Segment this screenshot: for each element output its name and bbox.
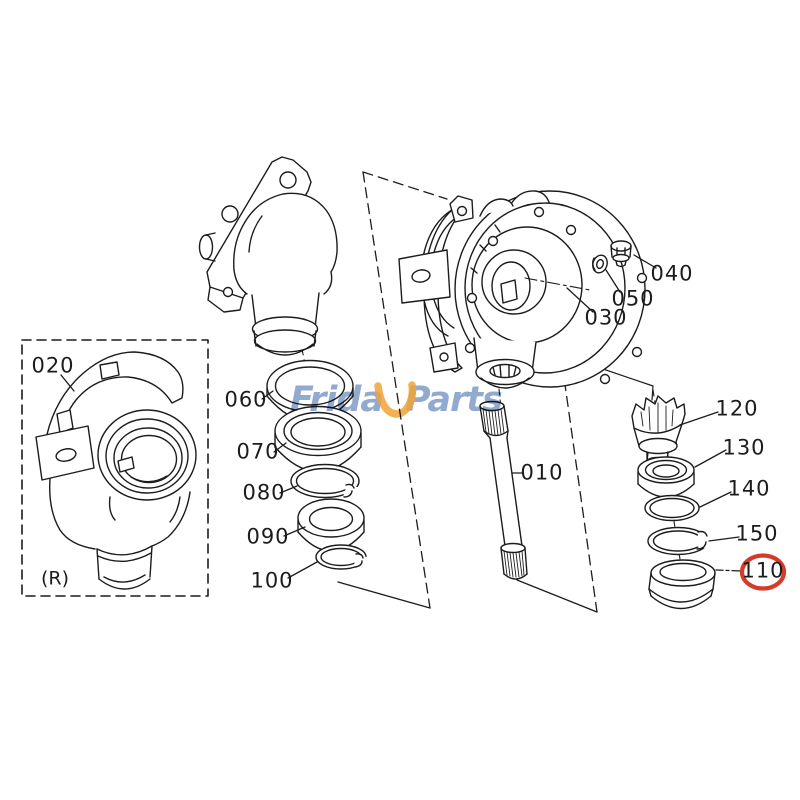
part-label-030: 030 [584,305,628,330]
leader-130 [695,450,726,467]
seal-090 [298,499,364,551]
sheet-right-edge [560,349,597,612]
leader-150 [709,537,739,541]
leader-110 [716,570,741,571]
spline-hatch-top [483,409,504,435]
part-label-010: 010 [520,460,564,485]
part-label-140: 140 [727,476,771,501]
bore-axis [525,278,590,290]
part-label-050: 050 [611,286,655,311]
bolt-holes [466,208,647,384]
output-boss [474,338,536,388]
bore [482,250,546,314]
snap-ring-150 [648,528,716,555]
sheet-top-edge [363,172,447,199]
detail-box-020 [22,340,208,596]
part-label-070: 070 [236,439,280,464]
part-label-090: 090 [246,524,290,549]
part-label-060: 060 [224,387,268,412]
snap-ring-080 [291,465,363,502]
highlight-circle-110 [742,556,784,589]
leader-060 [262,391,273,399]
shaft-010 [480,402,527,580]
side-stub [200,235,213,259]
leader-080 [280,486,297,493]
knuckle-case-020 [36,352,196,589]
region-label-r: (R) [40,567,70,590]
spline-hatch-bottom [504,551,524,577]
leader-140 [700,492,731,507]
shim-ring-140 [645,496,699,521]
leader-040 [634,255,656,268]
circlip-100 [316,545,371,570]
bearing-070 [275,407,361,472]
seal-ring-060 [267,361,353,422]
part-label-080: 080 [242,480,286,505]
sheet-left-edge [363,172,430,608]
stack-right [632,396,715,609]
cover-assembly [200,157,338,355]
part-label-020: 020 [31,353,75,378]
leader-lines [61,255,741,578]
leader-100 [288,562,317,578]
leader-050 [606,270,620,292]
part-label-150: 150 [735,521,779,546]
part-label-100: 100 [250,568,294,593]
stack-left [267,361,371,570]
leader-070 [274,443,286,452]
washer-050 [591,253,610,274]
leader-120 [680,412,718,425]
plug-040 [611,241,631,267]
leader-020 [61,375,74,391]
leader-090 [284,527,305,536]
bearing-130 [638,457,694,497]
flange-outer [455,191,645,387]
part-label-110: 110 [741,558,785,583]
part-label-120: 120 [715,396,759,421]
seal-collar-110 [649,560,715,609]
sheet-right-bottom-edge [517,580,597,612]
leader-030 [567,288,593,312]
dashed-box [22,340,208,596]
part-label-040: 040 [650,261,694,286]
part-label-130: 130 [722,435,766,460]
sheet-left-bottom-edge [338,582,430,608]
housing-030 [399,191,647,388]
bevel-gear-120 [632,396,685,467]
